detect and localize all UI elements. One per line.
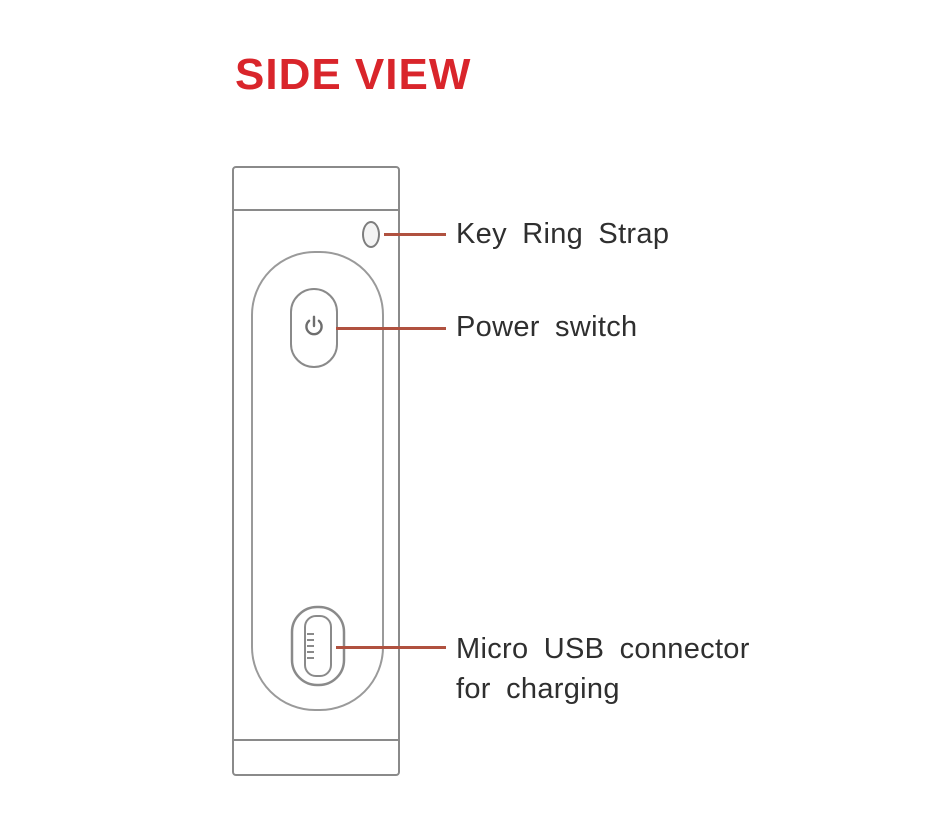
callout-line-power-switch bbox=[336, 327, 446, 330]
key-ring-strap-hole bbox=[362, 221, 380, 248]
callout-label-key-ring-strap: Key Ring Strap bbox=[456, 218, 670, 250]
callout-line-micro-usb bbox=[336, 646, 446, 649]
power-switch-button bbox=[290, 288, 338, 368]
power-icon bbox=[301, 313, 327, 344]
callout-label-micro-usb: Micro USB connector for charging bbox=[456, 629, 750, 709]
device-top-cap-line bbox=[233, 209, 399, 211]
callout-label-micro-usb-line2: for charging bbox=[456, 673, 620, 705]
callout-label-power-switch: Power switch bbox=[456, 311, 638, 343]
callout-label-micro-usb-line1: Micro USB connector bbox=[456, 633, 750, 665]
callout-line-key-ring-strap bbox=[384, 233, 446, 236]
device-bottom-cap-line bbox=[233, 739, 399, 741]
page-title: SIDE VIEW bbox=[235, 50, 472, 99]
micro-usb-icon bbox=[290, 605, 346, 691]
micro-usb-port bbox=[290, 605, 346, 687]
